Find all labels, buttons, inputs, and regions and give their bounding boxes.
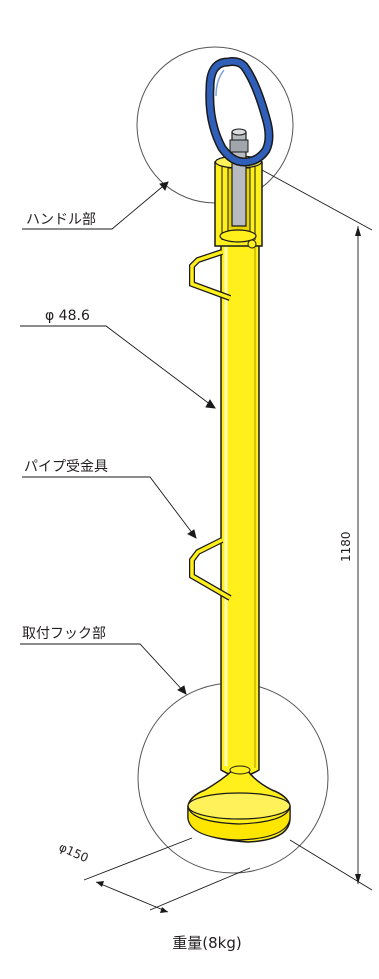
lower-pipe-bracket (189, 537, 232, 601)
base-foot (187, 765, 291, 843)
blue-loop-handle (205, 57, 274, 167)
pipe-diameter-label: φ 48.6 (45, 308, 90, 324)
height-dimension (261, 169, 373, 891)
upper-pipe-bracket (189, 249, 232, 301)
main-pipe (220, 235, 260, 777)
base-diameter-dimension (83, 837, 251, 913)
handle-label: ハンドル部 (26, 212, 96, 228)
pipe-bracket-label: パイプ受金具 (24, 459, 108, 475)
height-label: 1180 (339, 531, 353, 562)
weight-caption: 重量(8kg) (172, 934, 241, 952)
base-diameter-label: φ150 (57, 840, 91, 865)
leader-lines (20, 181, 216, 695)
handle-head (214, 128, 263, 249)
hook-label: 取付フック部 (22, 626, 106, 642)
